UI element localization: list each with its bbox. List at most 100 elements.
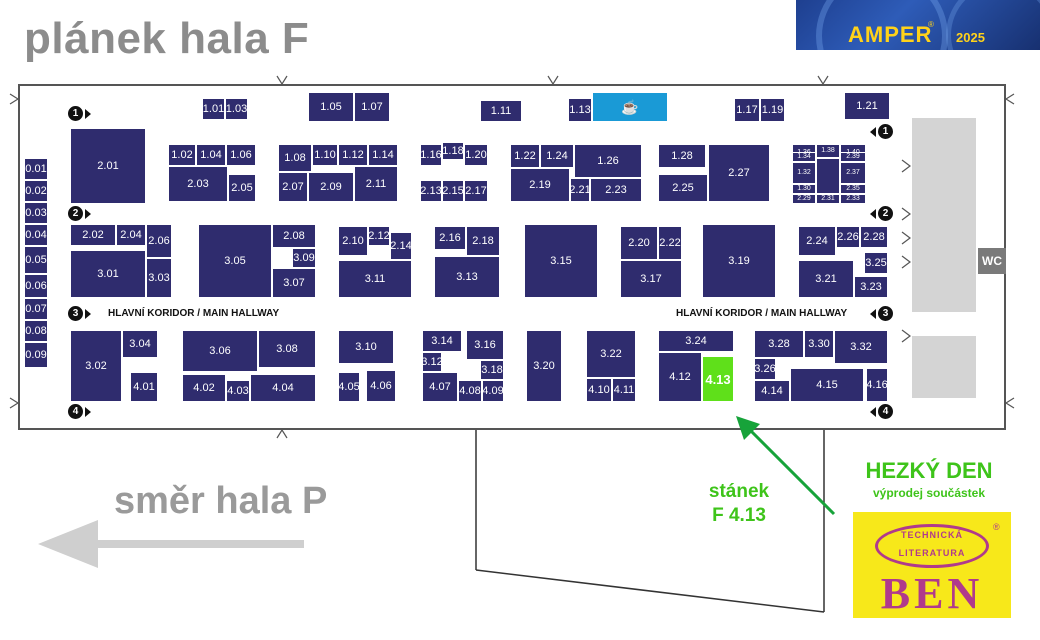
booth-2-33[interactable]: 2.33 [840, 194, 866, 204]
booth-1-17[interactable]: 1.17 [734, 98, 760, 122]
booth-1-18[interactable]: 1.18 [442, 142, 464, 160]
booth-0-05[interactable]: 0.05 [24, 246, 48, 274]
booth-1-20[interactable]: 1.20 [464, 144, 488, 166]
booth-2-19[interactable]: 2.19 [510, 168, 570, 202]
booth-2-27[interactable]: 2.27 [708, 144, 770, 202]
booth-1-34[interactable]: 1.34 [792, 152, 816, 162]
booth-4-12[interactable]: 4.12 [658, 352, 702, 402]
booth-1-03[interactable]: 1.03 [225, 98, 248, 120]
booth-3-28[interactable]: 3.28 [754, 330, 804, 358]
booth-2-02[interactable]: 2.02 [70, 224, 116, 246]
booth-0-04[interactable]: 0.04 [24, 224, 48, 246]
booth-3-02[interactable]: 3.02 [70, 330, 122, 402]
booth-3-07[interactable]: 3.07 [272, 268, 316, 298]
booth-2-17[interactable]: 2.17 [464, 180, 488, 202]
booth-1-28[interactable]: 1.28 [658, 144, 706, 168]
booth-3-32[interactable]: 3.32 [834, 330, 888, 364]
booth-2-37[interactable]: 2.37 [840, 162, 866, 184]
booth-1-07[interactable]: 1.07 [354, 92, 390, 122]
booth-1-30[interactable]: 1.30 [792, 184, 816, 194]
booth-1-06[interactable]: 1.06 [226, 144, 256, 166]
booth-2-08[interactable]: 2.08 [272, 224, 316, 248]
booth-3-24[interactable]: 3.24 [658, 330, 734, 352]
cafe-booth[interactable]: ☕ [592, 92, 668, 122]
booth-0-09[interactable]: 0.09 [24, 342, 48, 368]
booth-1-10[interactable]: 1.10 [312, 144, 338, 166]
booth-2-16[interactable]: 2.16 [434, 226, 466, 250]
booth-2-35[interactable]: 2.35 [840, 184, 866, 194]
booth-2-12[interactable]: 2.12 [368, 226, 390, 246]
booth-3-30[interactable]: 3.30 [804, 330, 834, 358]
booth-3-10[interactable]: 3.10 [338, 330, 394, 364]
booth-4-13-highlighted[interactable]: 4.13 [702, 356, 734, 402]
booth-2-26[interactable]: 2.26 [836, 226, 860, 248]
booth-1-16[interactable]: 1.16 [420, 144, 442, 166]
booth-2-01[interactable]: 2.01 [70, 128, 146, 204]
booth-2-06[interactable]: 2.06 [146, 224, 172, 258]
booth-1-38[interactable]: 1.38 [816, 144, 840, 158]
booth-2-29[interactable]: 2.29 [792, 194, 816, 204]
booth-1-14[interactable]: 1.14 [368, 144, 398, 166]
booth-4-16[interactable]: 4.16 [866, 368, 888, 402]
booth-0-06[interactable]: 0.06 [24, 274, 48, 298]
booth-2-03[interactable]: 2.03 [168, 166, 228, 202]
booth-2-24[interactable]: 2.24 [798, 226, 836, 256]
booth-2-20[interactable]: 2.20 [620, 226, 658, 260]
booth-2-09[interactable]: 2.09 [308, 172, 354, 202]
booth-4-11[interactable]: 4.11 [612, 378, 636, 402]
booth-3-22[interactable]: 3.22 [586, 330, 636, 378]
booth-1-05[interactable]: 1.05 [308, 92, 354, 122]
booth-1-08[interactable]: 1.08 [278, 144, 312, 172]
booth-3-15[interactable]: 3.15 [524, 224, 598, 298]
booth-3-17[interactable]: 3.17 [620, 260, 682, 298]
booth-1-11[interactable]: 1.11 [480, 100, 522, 122]
booth-3-12[interactable]: 3.12 [422, 352, 442, 372]
booth-0-02[interactable]: 0.02 [24, 180, 48, 202]
booth-4-10[interactable]: 4.10 [586, 378, 612, 402]
booth-1-24[interactable]: 1.24 [540, 144, 574, 168]
booth-2-14[interactable]: 2.14 [390, 232, 412, 260]
booth-2-07[interactable]: 2.07 [278, 172, 308, 202]
booth-4-07[interactable]: 4.07 [422, 372, 458, 402]
booth-1-32[interactable]: 1.32 [792, 162, 816, 184]
booth-3-26[interactable]: 3.26 [754, 358, 776, 380]
booth-3-18[interactable]: 3.18 [480, 360, 504, 380]
booth-4-08[interactable]: 4.08 [458, 380, 482, 402]
booth-3-08[interactable]: 3.08 [258, 330, 316, 368]
booth-3-01[interactable]: 3.01 [70, 250, 146, 298]
booth-2-22[interactable]: 2.22 [658, 226, 682, 260]
booth-1-26[interactable]: 1.26 [574, 144, 642, 178]
booth-2-25[interactable]: 2.25 [658, 174, 708, 202]
booth-3-21[interactable]: 3.21 [798, 260, 854, 298]
booth-2-15[interactable]: 2.15 [442, 180, 464, 202]
booth-3-23[interactable]: 3.23 [854, 276, 888, 298]
booth-1-04[interactable]: 1.04 [196, 144, 226, 166]
booth-4-05[interactable]: 4.05 [338, 372, 360, 402]
booth-4-01[interactable]: 4.01 [130, 372, 158, 402]
booth-3-19[interactable]: 3.19 [702, 224, 776, 298]
booth-center-block[interactable] [816, 158, 840, 194]
booth-1-22[interactable]: 1.22 [510, 144, 540, 168]
booth-3-05[interactable]: 3.05 [198, 224, 272, 298]
booth-4-14[interactable]: 4.14 [754, 380, 790, 402]
booth-1-19[interactable]: 1.19 [760, 98, 785, 122]
booth-0-01[interactable]: 0.01 [24, 158, 48, 180]
booth-2-31[interactable]: 2.31 [816, 194, 840, 204]
booth-4-04[interactable]: 4.04 [250, 374, 316, 402]
booth-1-21[interactable]: 1.21 [844, 92, 890, 120]
booth-3-16[interactable]: 3.16 [466, 330, 504, 360]
booth-1-12[interactable]: 1.12 [338, 144, 368, 166]
booth-3-14[interactable]: 3.14 [422, 330, 462, 352]
booth-4-15[interactable]: 4.15 [790, 368, 864, 402]
booth-3-04[interactable]: 3.04 [122, 330, 158, 358]
booth-0-03[interactable]: 0.03 [24, 202, 48, 224]
booth-4-09[interactable]: 4.09 [482, 380, 504, 402]
booth-4-03[interactable]: 4.03 [226, 380, 250, 402]
booth-2-23[interactable]: 2.23 [590, 178, 642, 202]
booth-2-10[interactable]: 2.10 [338, 226, 368, 256]
booth-2-28[interactable]: 2.28 [860, 226, 888, 248]
booth-3-06[interactable]: 3.06 [182, 330, 258, 372]
booth-4-02[interactable]: 4.02 [182, 374, 226, 402]
booth-2-39[interactable]: 2.39 [840, 152, 866, 162]
booth-3-11[interactable]: 3.11 [338, 260, 412, 298]
